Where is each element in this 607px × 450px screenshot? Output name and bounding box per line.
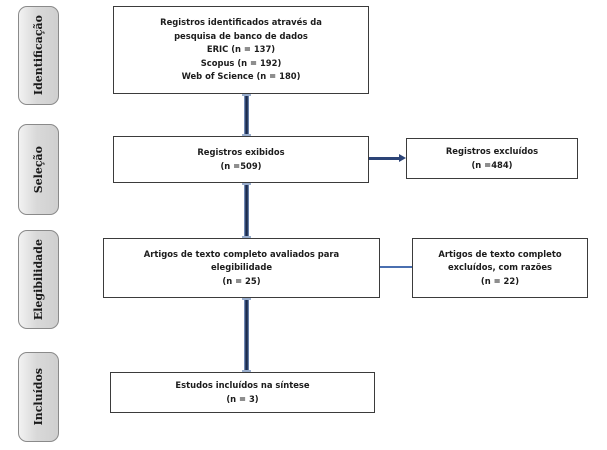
node-fulltext-assessed: Artigos de texto completo avaliados para… xyxy=(103,238,380,298)
node-excluded-records: Registros excluídos (n =484) xyxy=(406,138,578,179)
phase-box-selecao: Seleção xyxy=(18,124,59,215)
node-fulltext-excluded: Artigos de texto completo excluídos, com… xyxy=(412,238,588,298)
node-screened-records: Registros exibidos (n =509) xyxy=(113,136,369,183)
connector-screened-to-fulltext xyxy=(242,183,251,238)
phase-box-incluidos: Incluídos xyxy=(18,352,59,442)
phase-label-elegibilidade: Elegibilidade xyxy=(32,238,45,321)
phase-label-identificacao: Identificação xyxy=(32,15,45,96)
node-identified-records-text: Registros identificados através da pesqu… xyxy=(160,16,322,82)
phase-label-incluidos: Incluídos xyxy=(32,368,45,426)
node-excluded-records-text: Registros excluídos (n =484) xyxy=(445,145,539,170)
connector-fulltext-to-included xyxy=(242,298,251,372)
phase-label-selecao: Seleção xyxy=(32,145,45,194)
node-identified-records: Registros identificados através da pesqu… xyxy=(113,6,369,94)
node-fulltext-assessed-text: Artigos de texto completo avaliados para… xyxy=(143,248,340,286)
node-fulltext-excluded-text: Artigos de texto completo excluídos, com… xyxy=(438,248,562,286)
phase-box-identificacao: Identificação xyxy=(18,6,59,105)
connector-fulltext-to-excluded xyxy=(380,266,412,269)
node-studies-included: Estudos incluídos na síntese (n = 3) xyxy=(110,372,375,413)
connector-screened-to-excluded xyxy=(369,154,406,163)
node-screened-records-text: Registros exibidos (n =509) xyxy=(197,146,285,171)
phase-box-elegibilidade: Elegibilidade xyxy=(18,230,59,329)
arrowhead-icon xyxy=(399,154,406,163)
node-studies-included-text: Estudos incluídos na síntese (n = 3) xyxy=(175,379,310,404)
connector-identified-to-screened xyxy=(242,94,251,136)
